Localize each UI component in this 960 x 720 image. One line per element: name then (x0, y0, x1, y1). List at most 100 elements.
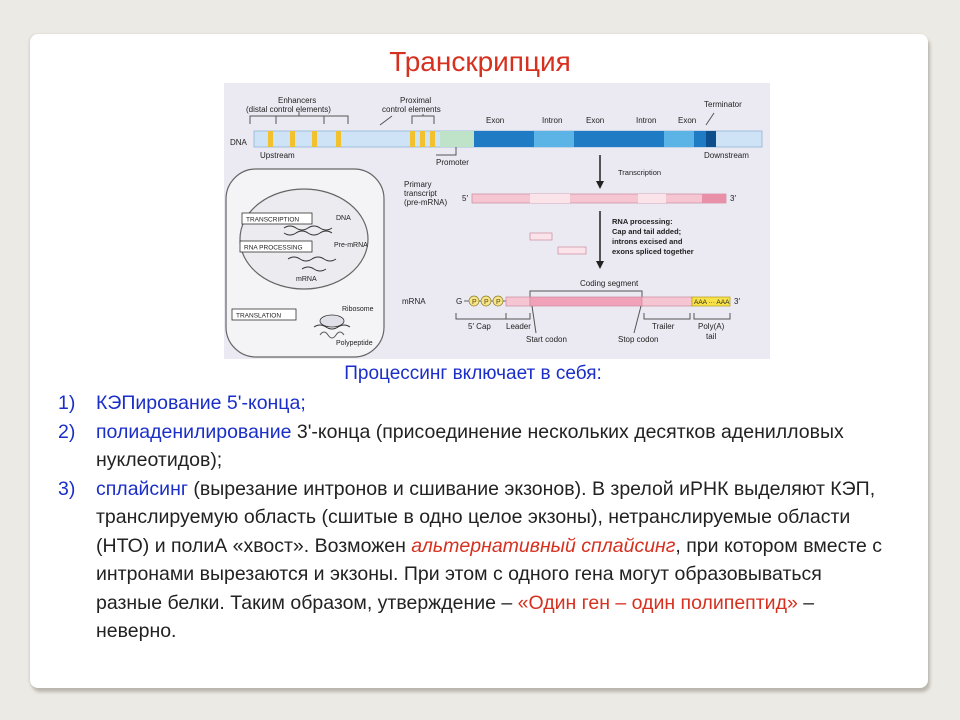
pre-mrna-end (702, 194, 726, 203)
label-cell-mrna: mRNA (296, 276, 317, 283)
label-3prime-1: 3′ (730, 194, 736, 203)
label-primary: Primary (404, 180, 432, 189)
processing-arrowhead (596, 261, 604, 269)
label-mrna: mRNA (402, 297, 426, 306)
processing-list: 1) КЭПирование 5'-конца; 2) полиаденилир… (58, 389, 888, 646)
exon-2 (574, 131, 664, 147)
transcription-diagram: Enhancers (distal control elements) Prox… (224, 83, 770, 359)
label-rnaproc3: introns excised and (612, 237, 683, 246)
label-cell-dna: DNA (336, 215, 351, 222)
list-item-capping: 1) КЭПирование 5'-конца; (58, 389, 888, 418)
label-leader: Leader (506, 322, 531, 331)
proximal-3 (430, 131, 435, 147)
list-item-splicing: 3) сплайсинг (вырезание интронов и сшива… (58, 475, 888, 646)
cell-premrna-wave (287, 256, 337, 262)
splicing-desc: (вырезание интронов и сшивание экзонов).… (96, 477, 876, 557)
list-item-polyadenylation: 2) полиаденилирование 3'-конца (присоеди… (58, 418, 888, 475)
label-cell-ribosome: Ribosome (342, 306, 374, 313)
label-promoter: Promoter (436, 158, 469, 167)
enhancer-2 (290, 131, 295, 147)
label-polya: Poly(A) (698, 322, 725, 331)
cell-translation-box (231, 308, 297, 321)
proximal-1 (410, 131, 415, 147)
label-terminator: Terminator (704, 100, 742, 109)
phosphate-label-1: P (472, 299, 477, 306)
label-3prime-2: 3′ (734, 297, 740, 306)
one-gene-statement: «Один ген – один полипептид» (517, 591, 798, 614)
label-distal: (distal control elements) (246, 105, 331, 114)
trailer-bracket (643, 313, 691, 320)
cell-mrna-wave (301, 266, 327, 272)
label-enhancers: Enhancers (278, 96, 316, 105)
leader-bracket (505, 313, 531, 320)
label-exon2: Exon (586, 116, 604, 125)
enhancer-3 (312, 131, 317, 147)
label-coding: Coding segment (580, 279, 639, 288)
enhancer-bracket (249, 112, 349, 124)
promoter-region (440, 131, 474, 147)
proximal-2 (420, 131, 425, 147)
label-trailer: Trailer (652, 322, 675, 331)
phosphate-label-3: P (496, 299, 501, 306)
label-cell-transcription: TRANSCRIPTION (246, 217, 299, 224)
cell-polypeptide-chain (319, 331, 345, 339)
phosphate-label-2: P (484, 299, 489, 306)
cell-transcription-box (241, 212, 313, 225)
label-g: G (456, 297, 462, 306)
processing-subtitle: Процессинг включает в себя: (344, 363, 602, 384)
exon-3 (694, 131, 706, 147)
cell-dna-wave-2 (283, 230, 333, 236)
label-cell-premrna: Pre-mRNA (334, 242, 368, 249)
cap-bracket (455, 313, 507, 320)
alternative-splicing-term: альтернативный сплайсинг (411, 534, 676, 557)
polya-tail (691, 296, 731, 307)
proximal-pointer (379, 115, 393, 126)
label-aaa: AAA ··· AAA (694, 299, 730, 306)
nucleus-outline (239, 188, 369, 290)
label-transcript: transcript (404, 189, 438, 198)
coding-region (529, 296, 643, 307)
splicing-term: сплайсинг (96, 477, 188, 500)
label-intron1: Intron (542, 116, 562, 125)
splicing-conclusion: – неверно. (96, 591, 815, 643)
intron-1 (534, 131, 574, 147)
enhancer-4 (336, 131, 341, 147)
list-number-3: 3) (58, 477, 76, 500)
pre-mrna-strand (471, 193, 727, 204)
excised-intron-1 (529, 232, 553, 241)
list-number-2: 2) (58, 420, 76, 443)
label-start-codon: Start codon (526, 335, 567, 344)
start-codon-pointer (531, 305, 537, 334)
exon-1 (474, 131, 534, 147)
label-upstream: Upstream (260, 151, 295, 160)
excised-intron-2 (557, 246, 587, 255)
label-stop-codon: Stop codon (618, 335, 658, 344)
label-exon3: Exon (678, 116, 696, 125)
phosphate-2 (480, 295, 492, 307)
label-cell-translation: TRANSLATION (236, 313, 281, 320)
list-number-1: 1) (58, 392, 76, 414)
label-rnaproc2: Cap and tail added; (612, 227, 681, 236)
pre-mrna-intron-2 (638, 194, 666, 203)
coding-bracket (529, 290, 643, 297)
slide-title: Транскрипция (389, 46, 571, 77)
splicing-desc-2: , при котором вместе с интронами вырезаю… (96, 534, 883, 614)
cell-ribosome-shape (319, 314, 345, 328)
label-intron2: Intron (636, 116, 656, 125)
label-cell-rnaproc: RNA PROCESSING (244, 245, 303, 252)
proximal-bracket (411, 114, 435, 124)
label-rnaproc4: exons spliced together (612, 247, 694, 256)
terminator-region (706, 131, 716, 147)
promoter-pointer (436, 147, 457, 156)
transcription-arrowhead (596, 181, 604, 189)
pre-mrna-intron-1 (530, 194, 570, 203)
enhancer-1 (268, 131, 273, 147)
cell-mrna-translation-wave (313, 324, 351, 330)
cell-dna-wave (283, 225, 333, 231)
trailer-region (641, 296, 693, 307)
phosphate-1 (468, 295, 480, 307)
label-proximal2: control elements (382, 105, 441, 114)
label-exon1: Exon (486, 116, 504, 125)
label-downstream: Downstream (704, 151, 749, 160)
label-transcription: Transcription (618, 168, 661, 177)
